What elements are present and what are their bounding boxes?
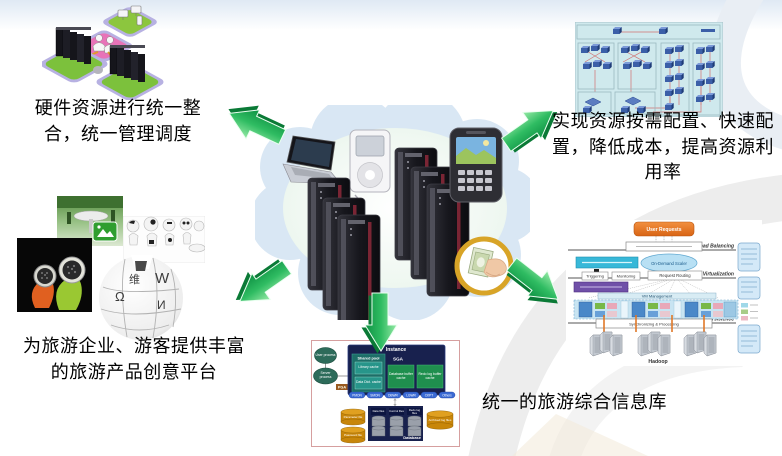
process-ckpt: CKPT: [425, 393, 434, 397]
sync-arrows: [603, 315, 705, 332]
small-device-icon: [93, 66, 103, 74]
data-dict-cache-label: Data Dict. cache: [356, 380, 381, 385]
parameter-file-label: Parameter file: [343, 414, 363, 419]
speaker-figurines-photo: [17, 238, 92, 312]
control-files-label: Control files: [389, 409, 404, 414]
sync-processing-bar: [595, 318, 713, 329]
music-player-icon: [349, 129, 391, 193]
network-nodes: [581, 27, 715, 113]
data-files-label: Data files: [372, 409, 385, 414]
caption-on-demand-resources: 实现资源按需配置、快速配置，降低成本，提高资源利用率: [552, 111, 774, 183]
virtualization-label: Virtualization: [703, 272, 734, 278]
persistence-label: Persistence: [706, 317, 734, 323]
wikipedia-globe-image: W Ω И 维: [99, 255, 183, 340]
monitoring-label: Monitoring: [617, 274, 636, 279]
wiki-glyph-omega: Ω: [115, 289, 125, 304]
platform-rack-right-icon: [96, 45, 164, 100]
server-process-label: Server process: [319, 371, 332, 379]
arrow-down: [361, 292, 398, 354]
smartphone-icon: [449, 127, 503, 203]
process-lgwr: LGWR: [406, 393, 416, 397]
pga-label: PGA: [338, 385, 346, 389]
platform-rack-left-icon: [42, 27, 108, 83]
instance-label: Instance: [386, 347, 407, 353]
server-consolidation-image: [42, 5, 164, 100]
triggering-box: [581, 271, 609, 281]
dark-piece: [135, 261, 147, 271]
process-smon: SMON: [370, 393, 380, 397]
arrow-up-left: [219, 94, 291, 153]
process-pmon: PMON: [352, 393, 362, 397]
process-others: Others: [442, 393, 452, 397]
photo-badge-icon: [92, 221, 118, 242]
annotation-callouts: [737, 242, 761, 354]
instance-db-connector: [393, 398, 397, 407]
wiki-glyph-i: И: [157, 298, 166, 312]
wiki-glyph-w: W: [155, 270, 170, 287]
redo-log-files-label: Redo log files: [408, 408, 421, 415]
vm-management-label: VM Management: [642, 294, 673, 299]
puzzle-lines: [100, 257, 182, 339]
database-label: Database: [403, 435, 422, 440]
orange-figurine: [31, 264, 57, 308]
vm-legend: [741, 303, 758, 321]
wiki-glyph-wei: 维: [129, 273, 140, 286]
shared-pool-label: Shared pool: [358, 357, 380, 361]
archived-log-files-label: Archived log files: [428, 417, 452, 422]
process-dbwr: DBWR: [388, 393, 398, 397]
arrow-down-left: [226, 251, 298, 317]
on-demand-scaler-label: On-Demand Scaler: [651, 261, 687, 266]
vm-groups: [578, 300, 737, 319]
network-topology-image: [575, 22, 723, 117]
user-requests-label: User Requests: [646, 227, 681, 233]
redo-buffer-cache-label: Redo log buffer cache: [418, 371, 442, 380]
triggering-label: Triggering: [586, 274, 604, 279]
cloud-platform-architecture-image: Load Balancing Virtualization Persistenc…: [566, 220, 762, 366]
db-buffer-cache-label: Database buffer cache: [388, 371, 414, 380]
request-routing-label: Request Routing: [659, 273, 691, 278]
tourism-collage: W Ω И 维: [0, 190, 250, 350]
network-panels: [576, 24, 721, 116]
library-cache-label: Library cache: [358, 365, 379, 370]
gold-file-cylinders: Parameter file Password file Archived lo…: [340, 408, 454, 444]
sync-processing-label: Synchronizing & Processing: [629, 321, 679, 326]
green-figurine: [56, 256, 86, 310]
background-process-pills: PMON SMON DBWR LGWR CKPT Others: [348, 391, 456, 399]
park-photo: [57, 196, 123, 246]
platform-computers-icon: [103, 5, 157, 37]
hadoop-label: Hadoop: [648, 359, 667, 365]
caption-hardware-consolidation: 硬件资源进行统一整合，统一管理调度: [34, 98, 202, 144]
load-balancing-label: Load Balancing: [697, 244, 734, 250]
arrow-down-right: [499, 250, 571, 317]
user-process-label: User process: [315, 352, 336, 357]
password-file-label: Password file: [344, 432, 362, 437]
laptop-icon: [282, 135, 342, 185]
db-file-cylinders: Data files Control files Redo log files: [371, 408, 422, 437]
sga-label: SGA: [393, 357, 404, 362]
caption-tourism-platform: 为旅游企业、游客提供丰富的旅游产品创意平台: [23, 336, 245, 382]
vm-management-bar: [597, 292, 717, 300]
monitoring-box: [611, 271, 641, 281]
caption-unified-database: 统一的旅游综合信息库: [482, 392, 667, 412]
pga-tag: [336, 384, 348, 390]
oracle-architecture-image: User process Server process PGA Instance…: [311, 340, 460, 447]
